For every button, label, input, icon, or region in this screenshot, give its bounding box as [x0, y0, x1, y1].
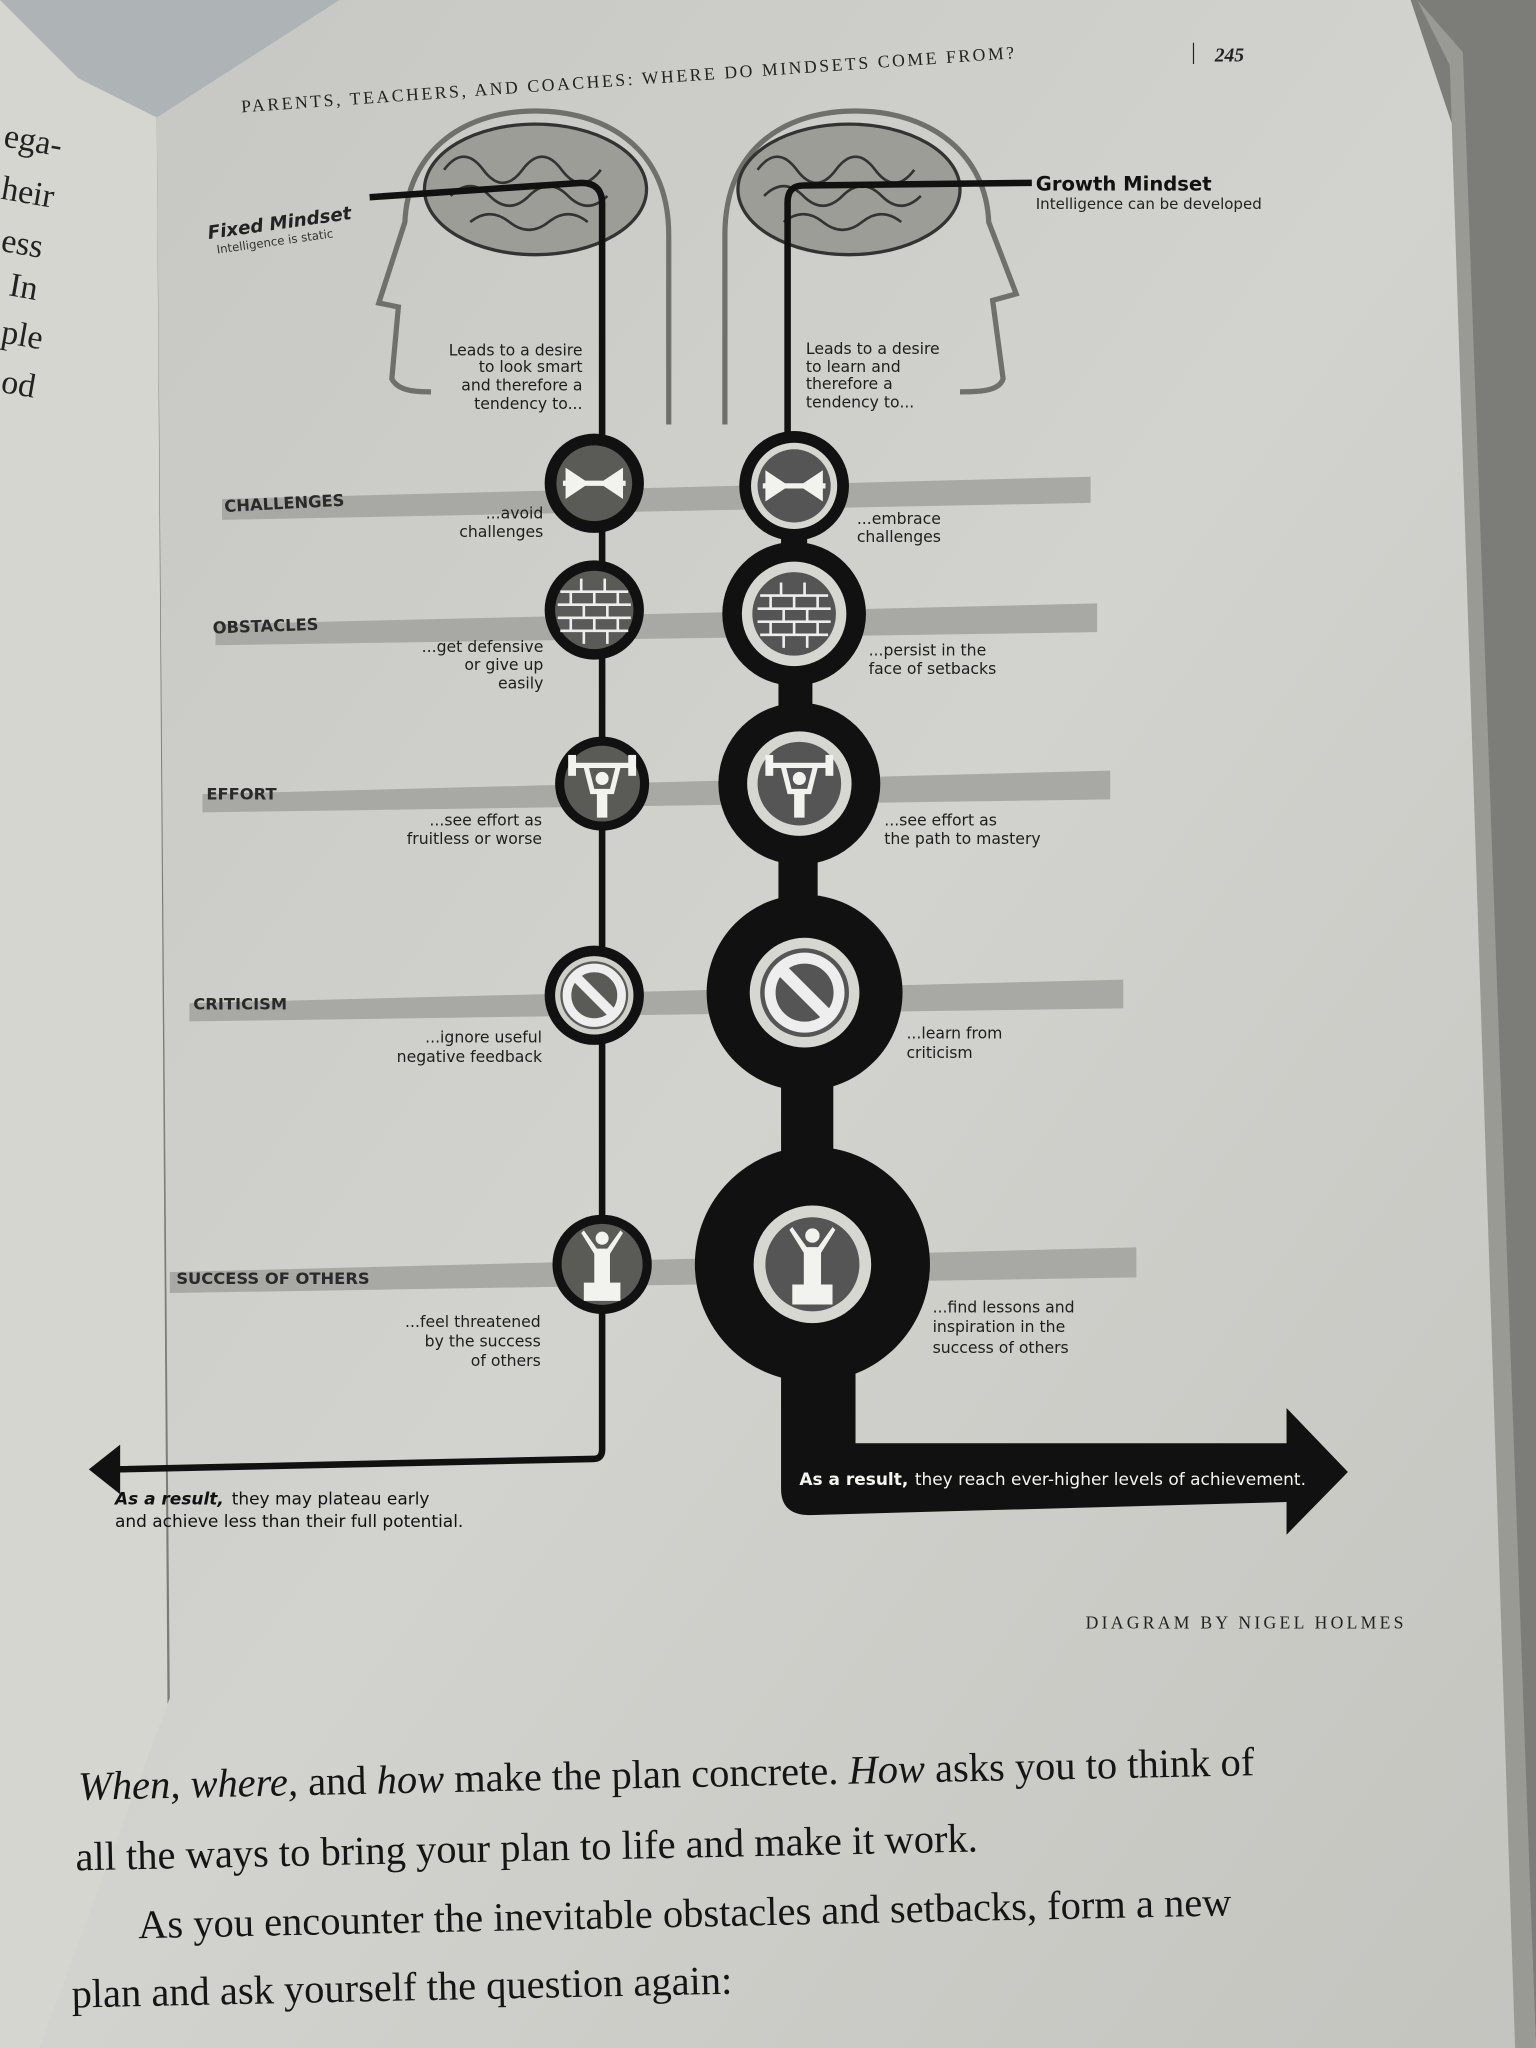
svg-text:face of setbacks: face of setbacks	[869, 659, 997, 678]
svg-text:CRITICISM: CRITICISM	[193, 995, 287, 1014]
body-text-segment: and	[297, 1758, 377, 1805]
svg-text:...see effort as: ...see effort as	[429, 810, 542, 829]
svg-text:...embrace: ...embrace	[857, 509, 941, 528]
svg-text:As a result,they may plateau e: As a result,they may plateau early	[113, 1490, 430, 1510]
body-text-segment: asks you to think of	[924, 1739, 1255, 1791]
svg-text:fruitless or worse: fruitless or worse	[407, 829, 542, 848]
body-text-segment: make the plan concrete.	[444, 1748, 849, 1801]
svg-text:...see effort as: ...see effort as	[884, 810, 997, 829]
svg-text:ess: ess	[0, 222, 46, 266]
svg-text:tendency to...: tendency to...	[806, 393, 914, 412]
svg-text:...find lessons and: ...find lessons and	[933, 1298, 1075, 1317]
body-text-segment: How	[847, 1746, 925, 1793]
page-number: 245	[1214, 45, 1245, 66]
svg-text:criticism: criticism	[906, 1043, 972, 1062]
svg-text:...ignore useful: ...ignore useful	[425, 1027, 542, 1046]
growth-icons	[694, 431, 930, 1382]
svg-text:or give up: or give up	[464, 655, 543, 674]
svg-text:OBSTACLES: OBSTACLES	[212, 615, 318, 638]
left-page-text: ega- heir ess In ple od	[0, 118, 65, 406]
diagram-credit: DIAGRAM BY NIGEL HOLMES	[1086, 1613, 1407, 1633]
svg-text:In: In	[6, 267, 40, 308]
svg-text:heir: heir	[0, 170, 57, 216]
svg-text:therefore a: therefore a	[806, 374, 893, 393]
brain-icon	[736, 122, 962, 257]
body-text-segment: When, where,	[78, 1759, 299, 1809]
svg-text:and achieve less than their fu: and achieve less than their full potenti…	[115, 1512, 463, 1532]
svg-text:easily: easily	[498, 673, 543, 692]
svg-text:by the success: by the success	[425, 1332, 541, 1351]
header-separator: |	[1191, 39, 1196, 65]
svg-text:to learn and: to learn and	[806, 357, 901, 376]
svg-text:and therefore a: and therefore a	[461, 376, 582, 395]
svg-text:negative feedback: negative feedback	[397, 1047, 543, 1066]
svg-text:As a result,they reach ever-hi: As a result,they reach ever-higher level…	[799, 1470, 1306, 1490]
svg-text:Leads to a desire: Leads to a desire	[806, 339, 940, 358]
svg-text:the path to mastery: the path to mastery	[884, 829, 1040, 848]
svg-text:Leads to a desire: Leads to a desire	[449, 340, 583, 359]
svg-text:Intelligence can be developed: Intelligence can be developed	[1036, 195, 1262, 213]
svg-text:...persist in the: ...persist in the	[869, 641, 987, 660]
left-arrow-head	[88, 1444, 121, 1495]
category-labels: CHALLENGES OBSTACLES EFFORT CRITICISM SU…	[176, 491, 369, 1288]
svg-text:inspiration in the: inspiration in the	[933, 1317, 1066, 1336]
growth-mindset-label: Growth Mindset Intelligence can be devel…	[1036, 173, 1262, 213]
svg-text:EFFORT: EFFORT	[206, 784, 277, 803]
svg-text:to look smart: to look smart	[479, 357, 583, 376]
svg-text:...get defensive: ...get defensive	[422, 637, 544, 656]
svg-text:SUCCESS OF OTHERS: SUCCESS OF OTHERS	[176, 1269, 369, 1288]
svg-text:tendency to...: tendency to...	[474, 394, 582, 413]
body-text-segment: how	[376, 1756, 444, 1802]
svg-text:...learn from: ...learn from	[906, 1023, 1002, 1042]
growth-result: As a result,they reach ever-higher level…	[799, 1470, 1306, 1490]
brain-icon	[422, 122, 649, 257]
svg-text:challenges: challenges	[459, 522, 543, 541]
svg-text:...avoid: ...avoid	[486, 504, 544, 523]
svg-text:...feel threatened: ...feel threatened	[405, 1312, 541, 1331]
left-page	[0, 0, 249, 2048]
body-line: When, where, and how make the plan concr…	[78, 1739, 1256, 1809]
head-outlines	[375, 108, 1020, 425]
fixed-icons	[544, 433, 652, 1314]
svg-text:success of others: success of others	[933, 1338, 1069, 1357]
svg-text:od: od	[0, 363, 38, 405]
fixed-result: As a result,they may plateau early and a…	[113, 1490, 463, 1532]
svg-text:ple: ple	[0, 314, 46, 358]
svg-text:of others: of others	[471, 1351, 541, 1370]
svg-text:challenges: challenges	[857, 527, 941, 546]
svg-text:Growth Mindset: Growth Mindset	[1036, 173, 1212, 196]
